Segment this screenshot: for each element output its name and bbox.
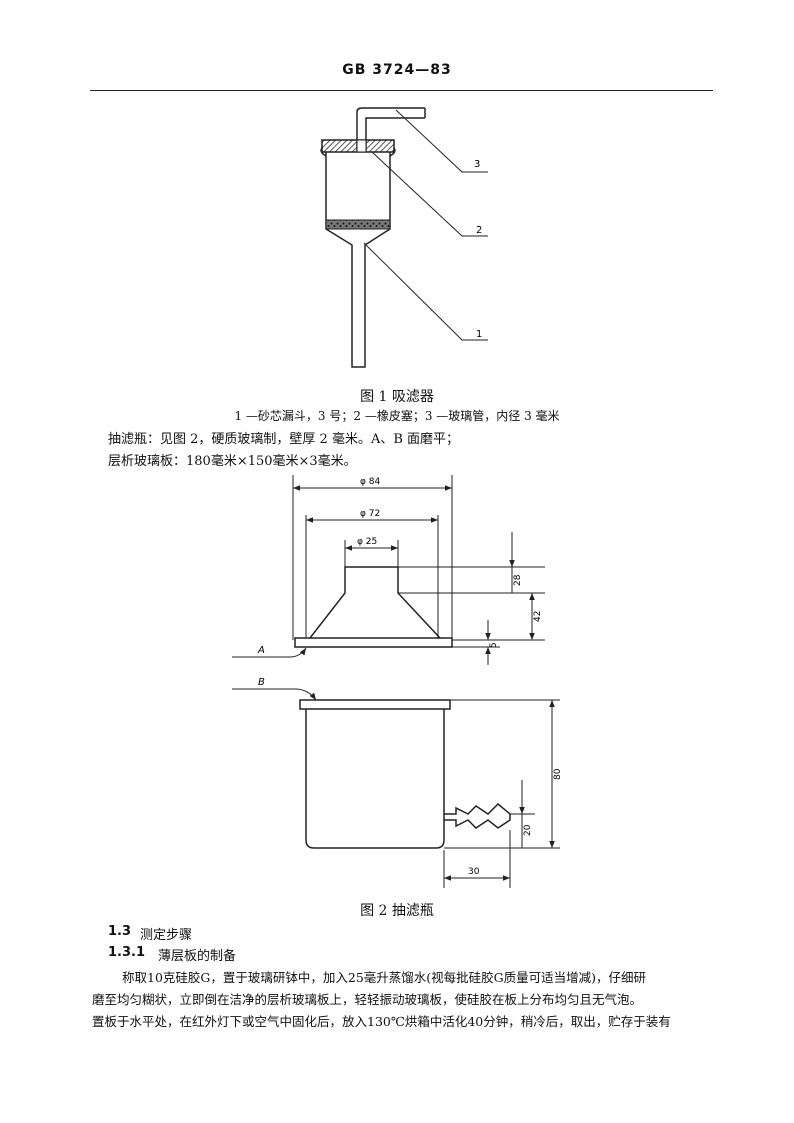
figure-2-filter-flask: φ 84 φ 72 φ 25 28 42 5 A B 80 20 30: [232, 475, 563, 888]
figure-1-legend: 1 —砂芯漏斗，3 号；2 —橡皮塞；3 —玻璃管，内径 3 毫米: [234, 409, 560, 423]
dim-28: 28: [513, 574, 523, 586]
flask-top-bell: [294, 566, 453, 648]
leader-lines: [363, 109, 488, 341]
figure-1-suction-filter: 3 2 1: [320, 107, 488, 368]
surface-b-label: B: [258, 677, 265, 688]
figure-1-label-3: 3: [474, 159, 480, 170]
figure-1-caption: 图 1 吸滤器: [360, 389, 434, 405]
paragraph-line-2: 磨至均匀糊状，立即倒在洁净的层析玻璃板上，轻轻振动玻璃板，使硅胶在板上分布均匀且…: [92, 992, 643, 1007]
paragraph-line-1: 称取10克硅胶G，置于玻璃研钵中，加入25毫升蒸馏水(视每批硅胶G质量可适当增减…: [122, 970, 647, 985]
section-heading: 测定步骤: [140, 928, 193, 943]
dim-phi-25: φ 25: [357, 537, 377, 547]
dim-phi-72: φ 72: [360, 509, 380, 519]
dim-phi-84: φ 84: [360, 477, 381, 487]
flask-lower-body: [299, 699, 511, 849]
figure-1-label-2: 2: [476, 225, 482, 236]
dim-5: 5: [489, 642, 499, 648]
header-rule: [90, 90, 713, 91]
figure-1-label-1: 1: [476, 329, 482, 340]
chromatography-plate-spec: 层析玻璃板：180毫米×150毫米×3毫米。: [108, 454, 357, 469]
dim-42: 42: [533, 611, 543, 622]
sand-core-layer: [325, 219, 391, 230]
filter-flask-spec: 抽滤瓶：见图 2，硬质玻璃制，壁厚 2 毫米。A、B 面磨平；: [108, 432, 460, 447]
figure-2-caption: 图 2 抽滤瓶: [360, 903, 434, 919]
dim-80: 80: [553, 768, 563, 780]
dim-20: 20: [523, 824, 533, 836]
standard-code-header: GB 3724—83: [342, 62, 452, 78]
subsection-heading: 薄层板的制备: [158, 949, 237, 964]
sand-core-funnel: [325, 152, 391, 368]
subsection-number: 1.3.1: [108, 945, 146, 960]
dim-30: 30: [468, 867, 480, 877]
paragraph-line-3: 置板于水平处，在红外灯下或空气中固化后，放入130℃烘箱中活化40分钟，稍冷后，…: [92, 1014, 671, 1029]
section-number: 1.3: [108, 924, 132, 939]
surface-a-label: A: [257, 645, 265, 656]
